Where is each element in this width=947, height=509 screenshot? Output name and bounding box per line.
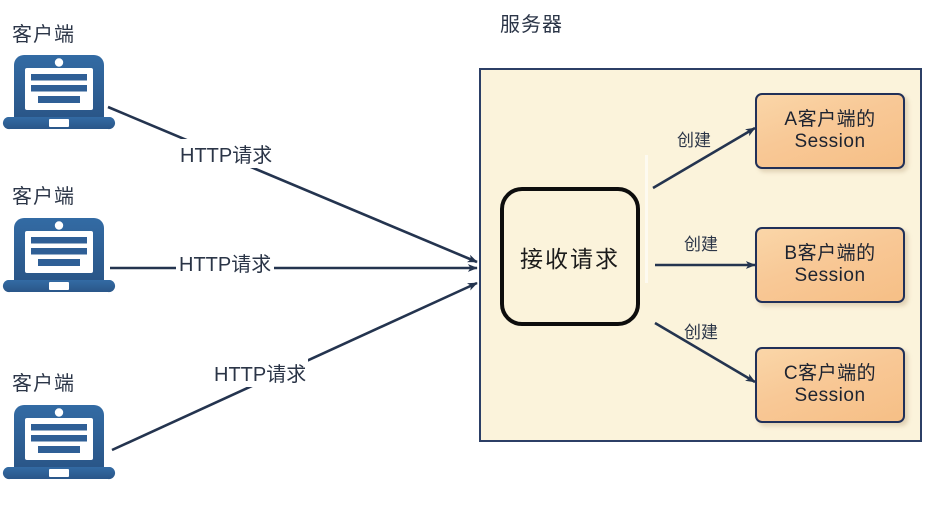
session-box-a: A客户端的 Session	[755, 93, 905, 169]
client-label-1: 客户端	[12, 24, 75, 46]
session-b-line1: B客户端的	[784, 242, 876, 264]
create-label-2: 创建	[684, 235, 718, 254]
receive-request-label: 接收请求	[520, 245, 620, 272]
session-b-line2: Session	[794, 265, 866, 286]
session-a-line2: Session	[794, 131, 866, 152]
http-request-label-3: HTTP请求	[212, 358, 309, 387]
client-label-2: 客户端	[12, 186, 75, 208]
http-request-label-2: HTTP请求	[176, 248, 275, 277]
vertical-divider	[645, 155, 648, 283]
receive-request-box: 接收请求	[500, 187, 640, 326]
http-request-label-1: HTTP请求	[178, 139, 275, 168]
session-a-line1: A客户端的	[784, 108, 876, 130]
session-c-line2: Session	[794, 385, 866, 406]
session-box-b: B客户端的 Session	[755, 227, 905, 303]
create-arrow	[652, 126, 756, 190]
create-arrow	[654, 321, 756, 384]
create-label-3: 创建	[684, 323, 718, 342]
server-label: 服务器	[500, 14, 563, 36]
laptop-icon	[2, 405, 116, 480]
create-label-1: 创建	[677, 131, 711, 150]
session-box-c: C客户端的 Session	[755, 347, 905, 423]
http-request-arrow	[107, 105, 478, 264]
client-label-3: 客户端	[12, 373, 75, 395]
laptop-icon	[2, 55, 116, 130]
session-c-line1: C客户端的	[783, 362, 877, 384]
laptop-icon	[2, 218, 116, 293]
